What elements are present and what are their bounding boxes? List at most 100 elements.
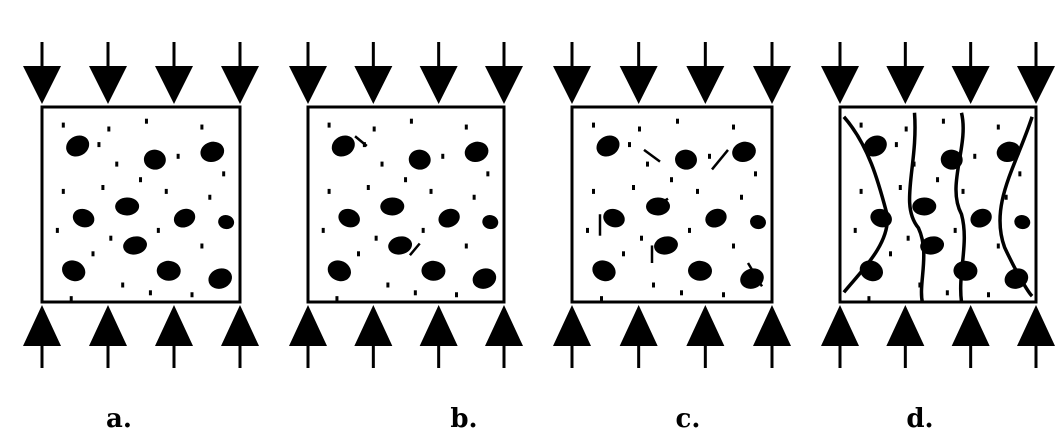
through-crack (842, 115, 889, 294)
sand-speck (652, 282, 655, 288)
sand-speck (688, 227, 691, 233)
specimen-outline (570, 105, 774, 304)
sand-speck (464, 243, 468, 249)
load-arrow-head-up (951, 305, 990, 346)
load-arrow-head-down (354, 66, 393, 104)
sand-speck (640, 235, 643, 241)
load-arrow-head-up (289, 305, 327, 346)
load-arrow-head-up (221, 305, 259, 346)
micro-crack (746, 262, 764, 288)
sand-speck (867, 296, 871, 302)
sand-speck (107, 126, 111, 132)
sand-speck (357, 251, 360, 257)
specimen-outline (306, 105, 506, 304)
sand-speck (973, 153, 977, 159)
sand-speck (945, 290, 949, 296)
aggregate-particle (327, 260, 352, 282)
sand-speck (101, 185, 105, 190)
load-arrow-head-up (1017, 305, 1055, 346)
load-arrow-head-up (155, 305, 193, 346)
sand-speck (366, 185, 370, 190)
sand-speck (327, 188, 331, 194)
aggregate-particle (380, 197, 405, 216)
through-crack (907, 112, 926, 303)
aggregate-particle (912, 197, 937, 216)
sand-speck (628, 142, 631, 148)
aggregate-particle (750, 215, 766, 230)
aggregate-particle (603, 208, 625, 228)
sand-speck (144, 118, 148, 124)
sand-speck (413, 290, 417, 296)
sand-speck (670, 177, 673, 183)
aggregate-particle (920, 236, 945, 255)
sand-speck (200, 243, 204, 249)
load-arrow-head-up (886, 305, 925, 346)
sand-speck (1004, 194, 1008, 200)
micro-crack (385, 199, 399, 210)
load-arrow-head-down (485, 66, 523, 104)
micro-crack (643, 148, 661, 163)
aggregate-particle (388, 236, 413, 255)
sand-speck (380, 161, 384, 167)
aggregate-particle (1014, 215, 1031, 230)
load-arrow-head-up (821, 305, 859, 346)
sand-speck (61, 122, 65, 128)
aggregate-particle (123, 236, 147, 255)
aggregate-particle (438, 208, 460, 228)
aggregate-particle (953, 260, 978, 281)
sand-speck (732, 124, 735, 130)
load-arrow-head-down (221, 66, 259, 104)
aggregate-particle (208, 268, 232, 289)
specimen-panel-intact (23, 42, 259, 368)
sand-speck (898, 185, 902, 190)
load-arrow-head-down (886, 66, 925, 104)
aggregate-particle (970, 208, 992, 228)
sand-speck (941, 118, 945, 124)
sand-speck (55, 227, 59, 233)
sand-speck (906, 235, 910, 241)
sand-speck (115, 161, 119, 167)
load-arrow-head-down (619, 66, 658, 104)
aggregate-particle (740, 268, 764, 289)
sand-speck (208, 194, 212, 200)
aggregate-particle (472, 268, 497, 289)
aggregate-particle (72, 208, 95, 228)
sand-speck (859, 122, 863, 128)
sand-speck (722, 292, 725, 298)
aggregate-particle (688, 260, 712, 281)
micro-crack (651, 197, 669, 210)
sand-speck (335, 296, 339, 302)
specimen-outline (40, 105, 242, 304)
sand-speck (421, 227, 425, 233)
specimen-panel-through-cracks (821, 42, 1055, 368)
load-arrow-head-down (951, 66, 990, 104)
load-arrow-head-down (753, 66, 791, 104)
sand-speck (176, 153, 180, 159)
sand-speck (372, 126, 376, 132)
micro-crack (711, 149, 729, 171)
sand-speck (455, 292, 458, 298)
sand-speck (374, 235, 378, 241)
sand-speck (69, 296, 73, 302)
sand-speck (676, 118, 679, 124)
sand-speck (327, 122, 331, 128)
load-arrow-head-up (686, 305, 725, 346)
sand-speck (109, 235, 113, 241)
aggregate-particle (408, 149, 431, 170)
sand-speck (987, 292, 990, 298)
load-arrow-head-up (419, 305, 458, 346)
sand-speck (859, 188, 863, 194)
sand-speck (464, 124, 468, 130)
sand-speck (961, 188, 965, 194)
sand-speck (222, 171, 226, 177)
sand-speck (953, 227, 957, 233)
sand-speck (732, 243, 735, 249)
sand-speck (592, 188, 595, 194)
specimen-panel-mortar-cracks (553, 42, 791, 368)
load-arrow-head-down (89, 66, 127, 104)
micro-crack (354, 135, 368, 147)
sand-speck (409, 118, 413, 124)
sand-speck (996, 124, 1000, 130)
aggregate-particle (592, 260, 616, 282)
sand-speck (61, 188, 65, 194)
